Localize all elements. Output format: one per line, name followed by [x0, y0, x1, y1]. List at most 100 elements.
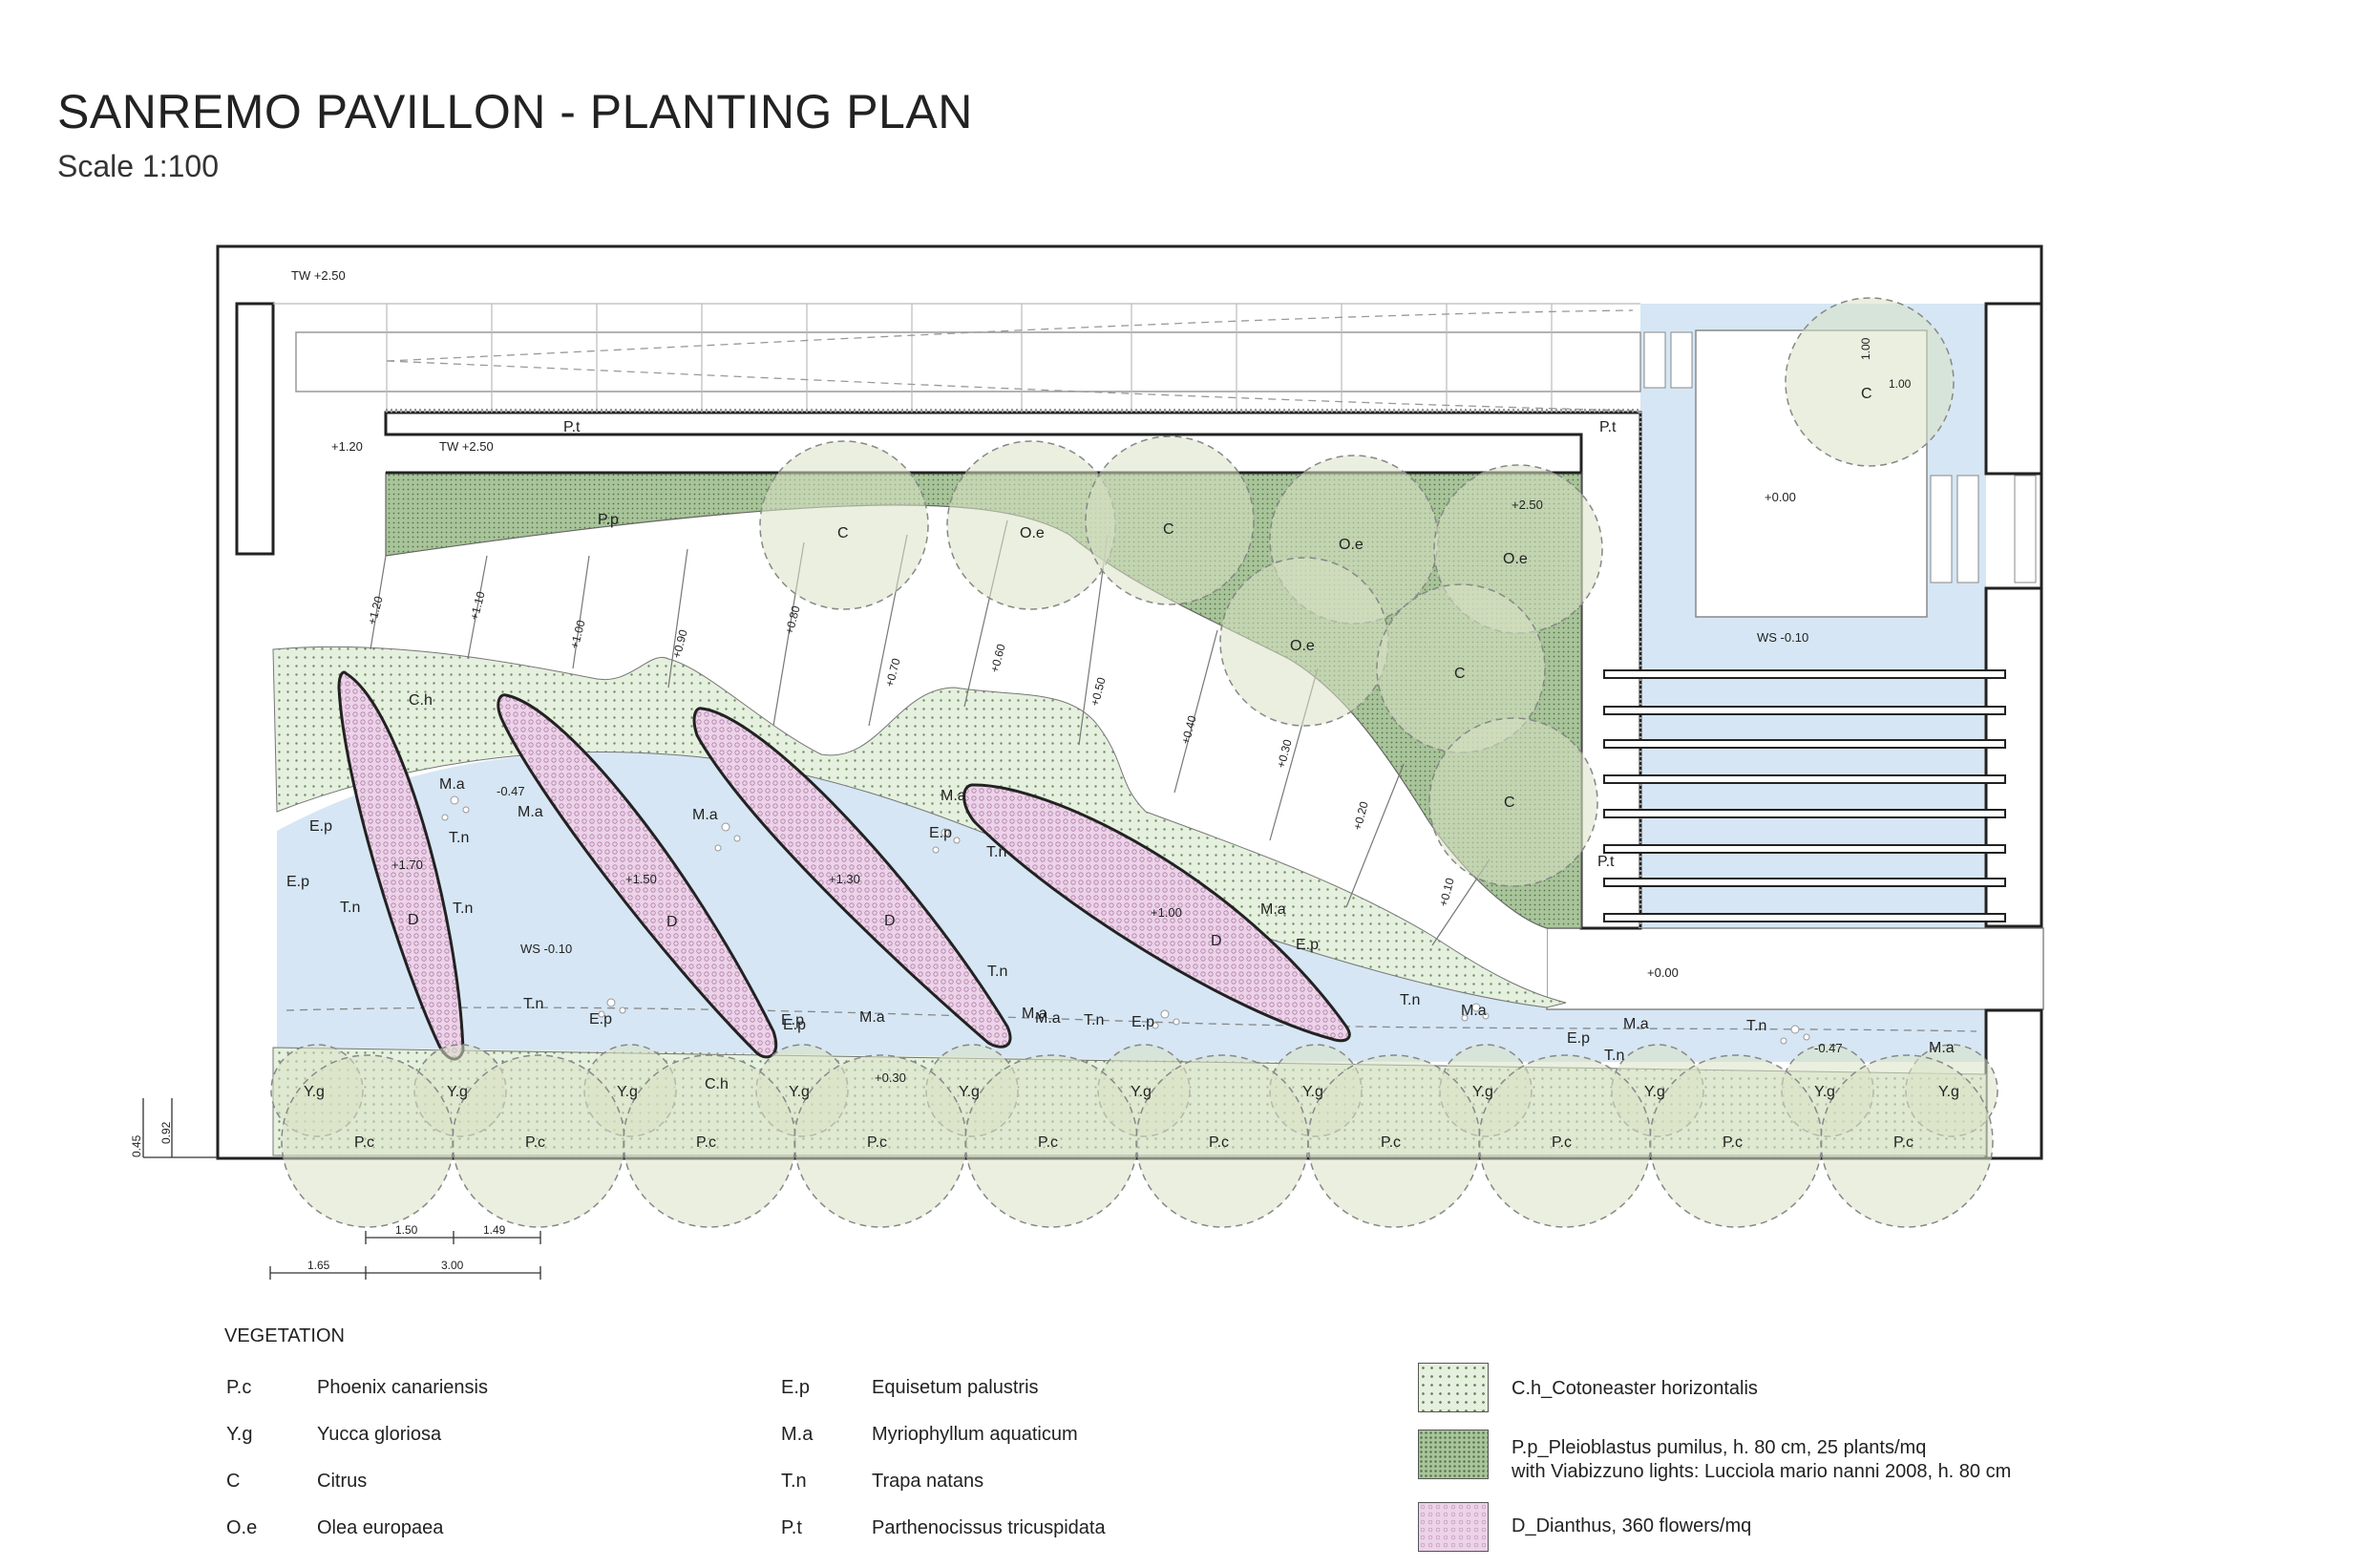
- level-ws-left: WS -0.10: [520, 942, 572, 956]
- swatch-label-pp: P.p_Pleioblastus pumilus, h. 80 cm, 25 p…: [1512, 1436, 2011, 1484]
- aquatic-stones: [441, 795, 1810, 1045]
- aquatic-label-14: M.a: [1022, 1006, 1047, 1022]
- tree-dim-h: 1.00: [1859, 337, 1872, 360]
- yucca-label-2: Y.g: [617, 1084, 638, 1100]
- dim-150: 1.50: [395, 1223, 418, 1237]
- label-c-1: C: [837, 525, 849, 541]
- citrus-olive-trees: [759, 297, 1955, 887]
- legend-tree-code: Y.g: [226, 1424, 253, 1445]
- dim-165: 1.65: [307, 1259, 330, 1272]
- legend-tree-code: C: [226, 1471, 241, 1492]
- legend-tree-code: P.c: [226, 1377, 252, 1398]
- swatch-pleioblastus: [1418, 1430, 1489, 1479]
- level-030: +0.30: [875, 1070, 906, 1085]
- aquatic-label-25: E.p: [1567, 1030, 1590, 1047]
- swatch-label-d: D_Dianthus, 360 flowers/mq: [1512, 1515, 1752, 1536]
- label-pt-mid: P.t: [1597, 854, 1615, 870]
- swatch-cotoneaster: [1418, 1363, 1489, 1412]
- label-d-2: D: [666, 914, 678, 930]
- label-d-4: D: [1211, 933, 1222, 949]
- yucca-label-0: Y.g: [304, 1084, 325, 1100]
- yucca-label-5: Y.g: [1131, 1084, 1152, 1100]
- swatch-label-pp-line2: with Viabizzuno lights: Lucciola mario n…: [1512, 1461, 2012, 1482]
- legend-aquatic-name: Trapa natans: [872, 1471, 984, 1492]
- yucca-label-9: Y.g: [1814, 1084, 1835, 1100]
- label-c-3: C: [1454, 666, 1466, 682]
- swatch-dianthus: [1418, 1502, 1489, 1552]
- level-130: +1.30: [829, 872, 860, 886]
- dianthus-island-1: [337, 670, 465, 1061]
- aquatic-label-7: T.n: [453, 901, 473, 917]
- dim-300: 3.00: [441, 1259, 464, 1272]
- level-ws-right: WS -0.10: [1757, 630, 1808, 645]
- dim-045: 0.45: [130, 1134, 143, 1157]
- label-oe-2: O.e: [1339, 537, 1364, 553]
- dianthus-island-3: [692, 707, 1012, 1049]
- aquatic-label-21: M.a: [1260, 901, 1286, 918]
- yucca-label-7: Y.g: [1472, 1084, 1493, 1100]
- level-tw-top: TW +2.50: [291, 268, 346, 283]
- phoenix-label-6: P.c: [1381, 1134, 1401, 1151]
- legend-aquatic-code: M.a: [781, 1424, 814, 1445]
- level-000-right: +0.00: [1647, 965, 1679, 980]
- label-pp: P.p: [598, 512, 619, 528]
- level-n047-right: -0.47: [1814, 1041, 1843, 1055]
- aquatic-label-1: M.a: [439, 776, 465, 793]
- legend-tree-name: Citrus: [317, 1471, 368, 1492]
- label-c-5: C: [1861, 386, 1872, 402]
- aquatic-label-17: T.n: [523, 996, 543, 1012]
- yucca-label-1: Y.g: [447, 1084, 468, 1100]
- label-oe-3: O.e: [1503, 551, 1528, 567]
- label-c-2: C: [1163, 521, 1174, 538]
- phoenix-label-0: P.c: [354, 1134, 374, 1151]
- aquatic-label-20: E.p: [1131, 1014, 1154, 1030]
- level-100: +1.00: [1151, 905, 1182, 920]
- legend-tree-code: O.e: [226, 1517, 258, 1538]
- aquatic-label-22: E.p: [1296, 937, 1319, 953]
- level-250: +2.50: [1512, 498, 1543, 512]
- dim-149: 1.49: [483, 1223, 506, 1237]
- scale-label: Scale 1:100: [57, 149, 220, 183]
- label-d-3: D: [884, 913, 896, 929]
- aquatic-label-4: T.n: [449, 830, 469, 846]
- label-c-4: C: [1504, 795, 1515, 811]
- level-tw-inner: TW +2.50: [439, 439, 494, 454]
- legend-tree-name: Phoenix canariensis: [317, 1377, 488, 1398]
- aquatic-label-8: M.a: [941, 788, 966, 804]
- dimension-lines: [142, 1098, 541, 1280]
- legend-title: VEGETATION: [224, 1325, 345, 1346]
- label-oe-1: O.e: [1020, 525, 1045, 541]
- label-pt-right: P.t: [1599, 419, 1617, 435]
- deck-slats: [1603, 669, 2006, 922]
- tree-dim-w: 1.00: [1889, 377, 1912, 391]
- swatch-label-ch: C.h_Cotoneaster horizontalis: [1512, 1378, 1758, 1399]
- aquatic-label-13: E.p: [783, 1017, 806, 1033]
- aquatic-label-27: M.a: [1623, 1016, 1649, 1032]
- dianthus-islands: [337, 670, 1351, 1061]
- legend-aquatic-code: E.p: [781, 1377, 811, 1398]
- yucca-label-8: Y.g: [1644, 1084, 1665, 1100]
- aquatic-label-9: E.p: [929, 825, 952, 841]
- legend-aquatic-code: P.t: [781, 1517, 802, 1538]
- legend-aquatic-name: Parthenocissus tricuspidata: [872, 1517, 1106, 1538]
- page-title: SANREMO PAVILLON - PLANTING PLAN: [57, 85, 973, 138]
- phoenix-label-8: P.c: [1723, 1134, 1743, 1151]
- aquatic-label-0: E.p: [309, 818, 332, 835]
- label-pt-left: P.t: [563, 419, 581, 435]
- aquatic-label-11: E.p: [781, 1012, 804, 1028]
- dim-092: 0.92: [159, 1121, 173, 1144]
- label-oe-4: O.e: [1290, 638, 1315, 654]
- water-contour: [285, 1006, 1977, 1032]
- yucca-label-3: Y.g: [789, 1084, 810, 1100]
- level-000-top: +0.00: [1765, 490, 1796, 504]
- aquatic-label-18: M.a: [1035, 1010, 1061, 1027]
- level-120: +1.20: [331, 439, 363, 454]
- phoenix-label-2: P.c: [696, 1134, 716, 1151]
- aquatic-label-16: E.p: [589, 1011, 612, 1028]
- aquatic-label-15: T.n: [987, 964, 1007, 980]
- aquatic-label-23: T.n: [1400, 992, 1420, 1008]
- legend-tree-name: Olea europaea: [317, 1517, 444, 1538]
